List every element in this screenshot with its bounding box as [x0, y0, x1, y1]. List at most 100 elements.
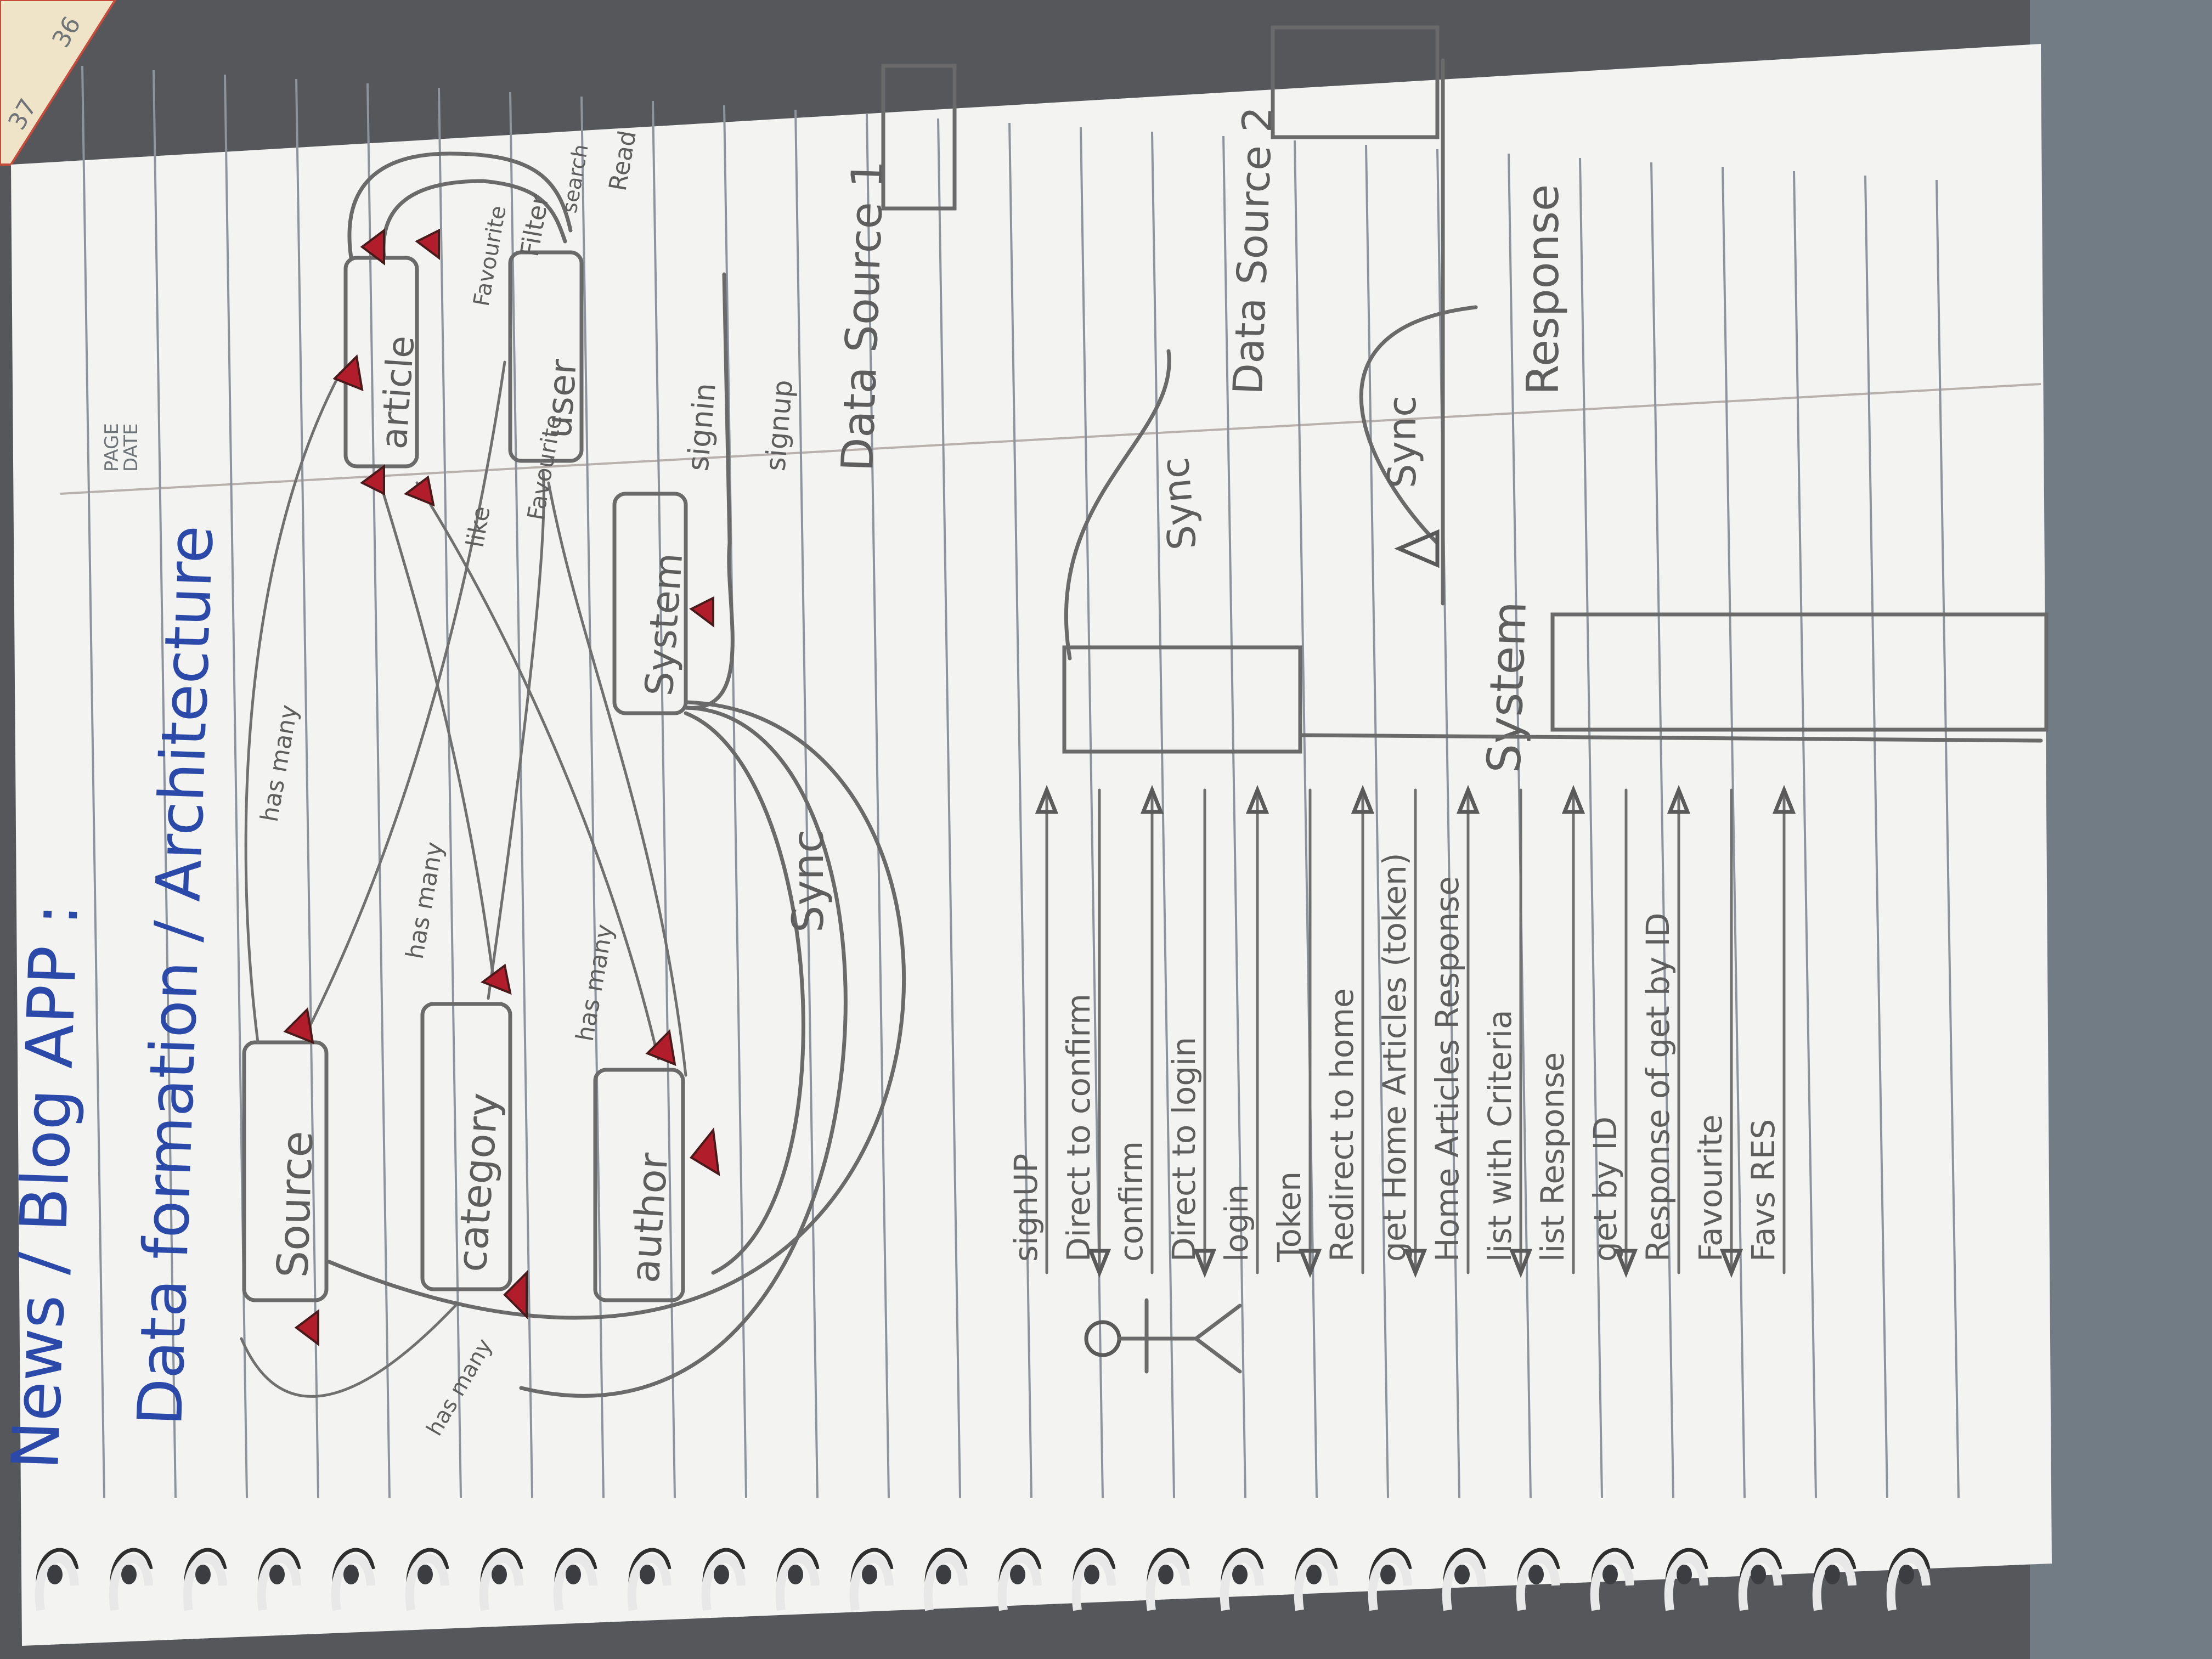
rel-system-category-sync	[519, 706, 848, 1398]
data-source-2-box	[1271, 25, 1440, 139]
article-user-loop	[347, 151, 573, 260]
sequence-arrowhead	[1561, 785, 1585, 814]
entity-system: System	[612, 492, 691, 715]
ruled-line	[1793, 171, 1817, 1498]
sequence-message: Direct to login	[1165, 1037, 1203, 1262]
response-label: Response	[1517, 184, 1568, 395]
sequence-message: login	[1218, 1184, 1255, 1262]
sequence-arrowhead	[1193, 1249, 1217, 1278]
spiral-ring	[849, 1548, 894, 1611]
ruled-line	[652, 100, 676, 1498]
svg-text:Source: Source	[268, 1130, 323, 1279]
arrowheads	[283, 228, 720, 1346]
spiral-ring	[479, 1548, 523, 1611]
sync-label-1: Sync	[1153, 455, 1205, 551]
spiral-ring	[553, 1548, 597, 1611]
ruled-line	[1008, 122, 1032, 1498]
sync-label-2: Sync	[1380, 396, 1425, 488]
sequence-message: Favourite	[1692, 1114, 1729, 1262]
spiral-ring	[923, 1548, 968, 1611]
date-label: DATE	[120, 424, 142, 472]
ruled-line	[1365, 144, 1389, 1498]
ruled-line	[81, 65, 105, 1498]
sequence-arrowhead	[1719, 1249, 1743, 1278]
sequence-message: Home Articles Response	[1429, 876, 1466, 1262]
sequence-arrowhead	[1456, 785, 1480, 814]
sequence-arrowhead	[1140, 785, 1164, 814]
spiral-ring	[257, 1548, 301, 1611]
spiral-ring	[627, 1548, 672, 1611]
ruled-line	[1151, 131, 1175, 1498]
sequence-message: Direct to confirm	[1060, 994, 1097, 1262]
data-source-1-box	[881, 64, 957, 211]
svg-text:user: user	[537, 357, 585, 439]
spiral-ring	[183, 1548, 227, 1611]
rel-label-sync: Sync	[784, 830, 833, 933]
rel-source-category	[240, 1304, 457, 1398]
ruled-line	[866, 114, 890, 1498]
sequence-arrowhead	[1667, 785, 1691, 814]
spiral-ring	[1886, 1548, 1931, 1611]
article-user-loop-inner	[381, 179, 567, 260]
sequence-arrowhead	[1614, 1249, 1638, 1278]
spiral-ring	[1664, 1548, 1708, 1611]
spiral-ring	[35, 1548, 79, 1611]
margin-line	[60, 383, 2041, 495]
spiral-ring	[109, 1548, 153, 1611]
ruled-line	[1222, 136, 1246, 1498]
spiral-ring	[1812, 1548, 1857, 1611]
sequence-message: Response of get by ID	[1639, 913, 1677, 1262]
rel-label-signin: signin	[680, 381, 723, 472]
sync-curve-2	[1359, 305, 1478, 545]
spiral-ring	[1220, 1548, 1264, 1611]
entity-author: author	[593, 1068, 685, 1302]
ruled-line	[1650, 162, 1674, 1498]
sequence-arrowhead	[1087, 1249, 1111, 1278]
sequence-arrowhead	[1351, 785, 1375, 814]
svg-text:author: author	[622, 1151, 676, 1284]
sync-arrowhead	[1394, 529, 1440, 568]
sequence-message: signUP	[1007, 1154, 1045, 1262]
spiral-ring	[1146, 1548, 1190, 1611]
rel-author-article	[415, 481, 660, 1060]
rel-system-author-sync	[684, 711, 805, 1275]
system-lifeline	[1298, 733, 2043, 743]
sequence-arrowhead	[1403, 1249, 1427, 1278]
entity-category: category	[420, 1002, 512, 1291]
ruled-line	[1936, 179, 1960, 1498]
sequence-message: get by ID	[1587, 1116, 1624, 1262]
data-source-2-label: Data Source 2	[1224, 106, 1282, 396]
spiral-ring	[1738, 1548, 1782, 1611]
spiral-binding	[35, 1548, 1931, 1611]
system-activation-box	[1550, 612, 2049, 732]
fabric-edge	[2030, 0, 2212, 1659]
sequence-message: list with Criteria	[1481, 1010, 1519, 1262]
rel-system-source-sync	[327, 700, 906, 1320]
ruled-line	[1722, 166, 1746, 1498]
ruled-line	[937, 118, 961, 1498]
spiral-ring	[1071, 1548, 1116, 1611]
svg-text:article: article	[373, 334, 422, 450]
ruled-line	[580, 96, 605, 1498]
sequence-message: Token	[1271, 1171, 1308, 1262]
rel-author-user	[547, 481, 687, 1077]
sequence-message: Favs RES	[1745, 1119, 1782, 1262]
ruled-lines	[81, 65, 1960, 1498]
sync-curve-1	[1064, 349, 1171, 661]
sequence-arrowhead	[1245, 785, 1269, 814]
spiral-ring	[331, 1548, 375, 1611]
ruled-line	[1294, 140, 1318, 1498]
ruled-line	[1864, 175, 1888, 1498]
spiral-ring	[405, 1548, 449, 1611]
notebook-page	[11, 44, 2052, 1646]
svg-text:System: System	[636, 551, 691, 697]
sequence-arrowhead	[1035, 785, 1059, 814]
ruled-line	[295, 78, 319, 1498]
rel-category-user	[487, 470, 545, 1000]
sequence-message: list Response	[1534, 1052, 1571, 1262]
ruled-line	[509, 92, 533, 1498]
spiral-ring	[1442, 1548, 1486, 1611]
entity-user: user	[508, 250, 585, 463]
spiral-ring	[1294, 1548, 1338, 1611]
